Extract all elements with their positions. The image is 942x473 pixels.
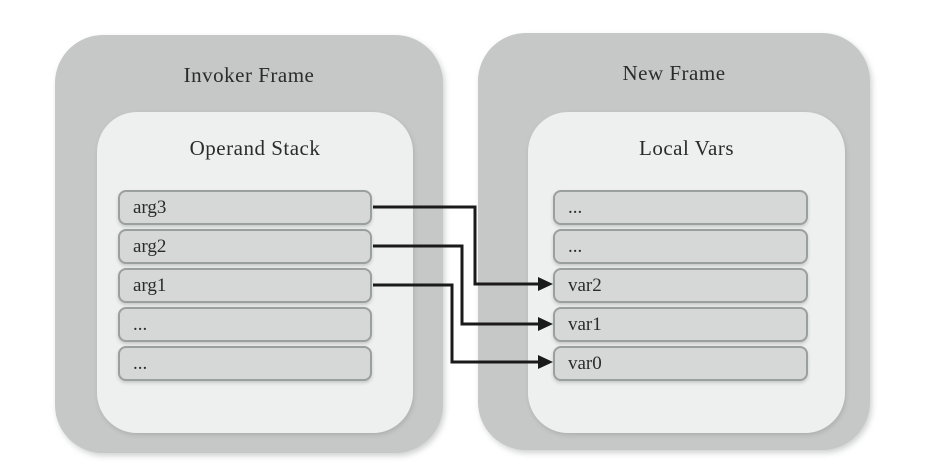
new-frame-title: New Frame [622,61,726,85]
operand-stack-row: arg2 [118,229,372,264]
operand-stack-panel: Operand Stack arg3 arg2 arg1 ... ... [97,112,413,433]
operand-stack-row: ... [118,346,372,381]
local-vars-panel: Local Vars ... ... var2 var1 var0 [528,112,845,433]
local-vars-row: ... [553,229,808,264]
local-vars-row: var1 [553,307,808,342]
local-vars-row: var2 [553,268,808,303]
operand-stack-title: Operand Stack [189,136,321,160]
local-vars-title: Local Vars [639,136,734,160]
operand-stack-row: arg1 [118,268,372,303]
new-frame: New Frame Local Vars ... ... var2 var1 v… [478,33,870,450]
local-vars-rows: ... ... var2 var1 var0 [553,190,808,385]
operand-stack-row: arg3 [118,190,372,225]
local-vars-row: ... [553,190,808,225]
local-vars-row: var0 [553,346,808,381]
operand-stack-rows: arg3 arg2 arg1 ... ... [118,190,372,385]
invoker-frame: Invoker Frame Operand Stack arg3 arg2 ar… [55,35,443,453]
operand-stack-row: ... [118,307,372,342]
invoker-frame-title: Invoker Frame [183,63,315,87]
